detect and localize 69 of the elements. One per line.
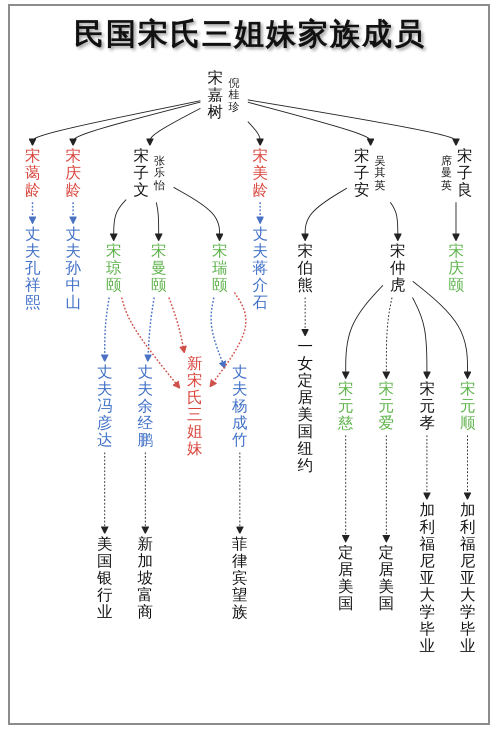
node-text: 宋元孝 (419, 380, 435, 433)
arrow (173, 186, 224, 242)
arrow (412, 297, 431, 380)
arrow (342, 284, 384, 380)
node-text: 宋瑞颐 (212, 242, 228, 295)
arrow (247, 102, 375, 146)
node-text: 宋子安 (354, 148, 370, 200)
node-text: 宋琼颐 (106, 242, 122, 295)
arrow (382, 297, 392, 380)
node-label: 席曼英 (441, 154, 452, 192)
arrow (110, 199, 127, 242)
arrow (154, 202, 163, 242)
arrow (247, 121, 264, 146)
arrow (210, 297, 226, 369)
node-text: 宋元顺 (460, 380, 476, 433)
arrow (236, 452, 244, 534)
arrow (247, 99, 460, 146)
node-label: 倪桂珍 (228, 76, 240, 114)
node-text: 丈夫杨成竹 (232, 364, 248, 450)
arrow (100, 297, 110, 362)
node-text: 宋伯熊 (298, 242, 313, 295)
arrow (28, 100, 201, 146)
node-text: 宋庆颐 (448, 242, 464, 295)
arrow (146, 108, 201, 146)
arrow (100, 452, 109, 534)
node-text: 加利福尼亚大学毕业 (460, 501, 476, 656)
arrow (452, 202, 460, 242)
node-text: 宋元爱 (378, 380, 394, 433)
node-text: 丈夫孙中山 (65, 226, 81, 312)
node-text: 宋子文 (133, 148, 149, 200)
arrow (382, 434, 390, 543)
node-label: 吴其英 (374, 154, 386, 192)
node-text: 新宋氏三姐妹 (187, 354, 202, 458)
arrow (69, 202, 78, 224)
arrow (464, 434, 472, 500)
node-text: 宋蔼龄 (24, 148, 40, 200)
node-text: 定居美国 (378, 544, 394, 614)
node-text: 丈夫孔祥熙 (24, 226, 40, 312)
arrow (412, 280, 472, 380)
node-text: 新加坡富商 (138, 536, 153, 622)
node-text: 宋庆龄 (65, 148, 81, 200)
node-text: 定居美国 (338, 544, 354, 614)
arrow (301, 188, 348, 242)
node-text: 丈夫余经鹏 (138, 364, 153, 450)
node-text: 宋嘉树 (208, 69, 223, 122)
arrow (301, 297, 310, 336)
node-label: 张乐怡 (154, 154, 165, 192)
arrow (69, 102, 201, 146)
arrow (168, 297, 187, 354)
node-text: 菲律宾望族 (232, 536, 248, 622)
node-text: 宋子良 (457, 148, 472, 200)
node-text: 宋仲虎 (390, 242, 406, 295)
arrow (342, 434, 350, 543)
node-text: 加利福尼亚大学毕业 (419, 501, 435, 656)
arrow (120, 297, 180, 389)
node-text: 宋曼颐 (151, 242, 166, 295)
diagram-title: 民国宋氏三姐妹家族成员 (73, 16, 427, 54)
node-text: 宋元慈 (338, 380, 354, 433)
node-text: 一女定居美国纽约 (298, 338, 313, 476)
arrow (141, 452, 150, 534)
arrow (422, 434, 431, 500)
arrow (209, 292, 247, 388)
arrow (390, 202, 402, 242)
arrow (256, 202, 264, 224)
arrow (28, 202, 36, 224)
node-text: 宋美龄 (252, 148, 268, 200)
node-text: 丈夫蒋介石 (252, 226, 268, 312)
arrow (144, 297, 155, 362)
node-text: 丈夫冯彦达 (97, 364, 112, 450)
